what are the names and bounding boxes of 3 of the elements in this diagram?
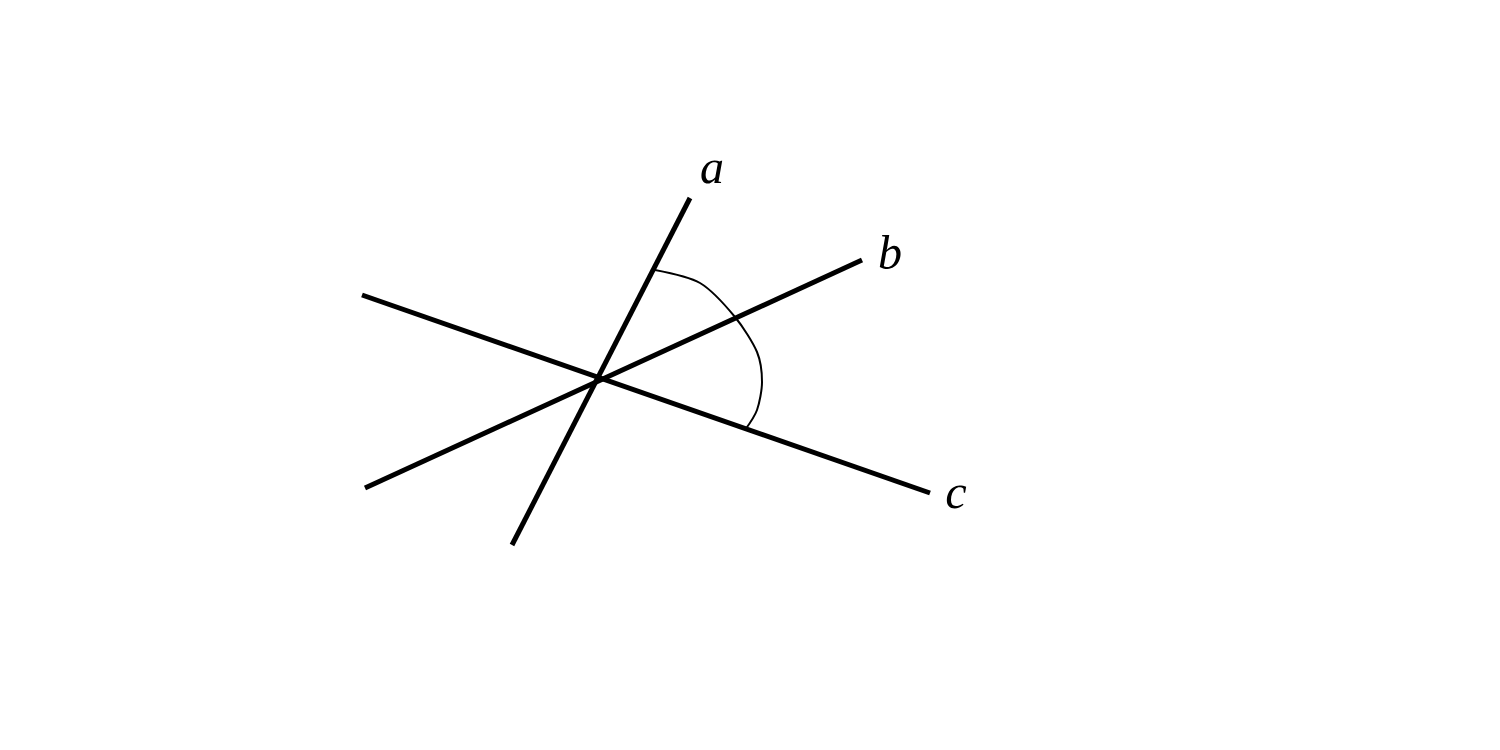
line-label: c xyxy=(946,485,967,509)
line-label: a xyxy=(701,160,723,184)
line-label: b xyxy=(879,235,901,269)
